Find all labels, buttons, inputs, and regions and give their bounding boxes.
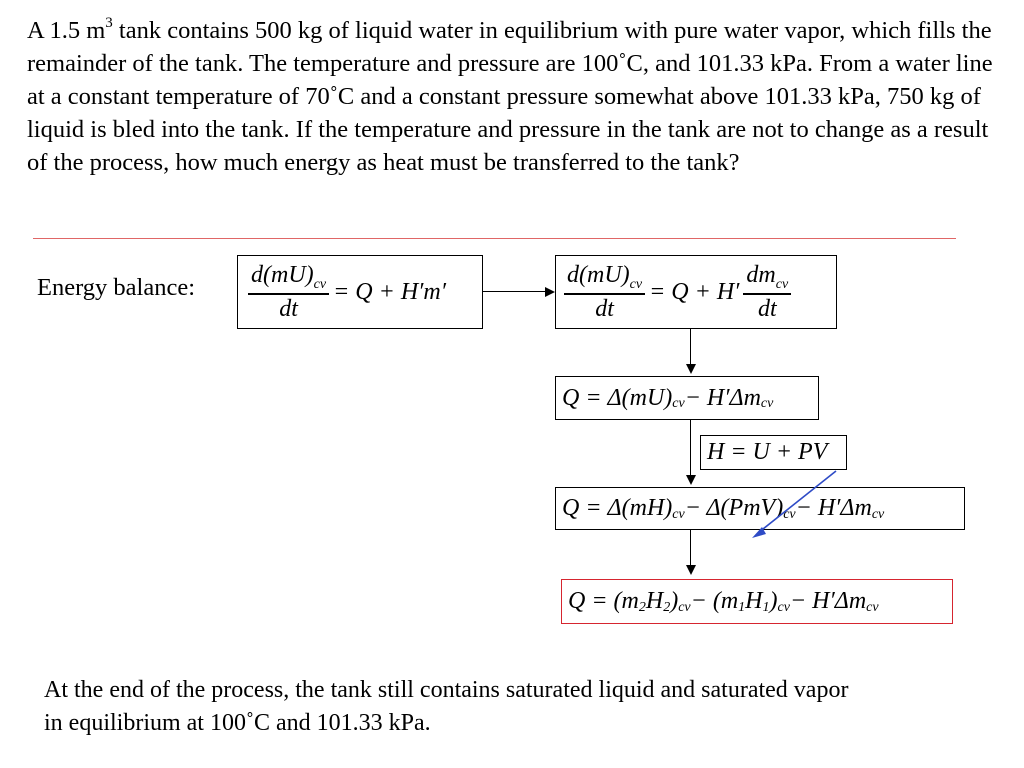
equation-2-box: d(mU)cv dt = Q + H′ dmcv dt bbox=[555, 255, 837, 329]
footer-note: At the end of the process, the tank stil… bbox=[44, 677, 849, 736]
eq2-right-numerator: dm bbox=[746, 262, 776, 289]
eq1-rhs: = Q + H′m′ bbox=[333, 278, 446, 305]
eq6-part-a: Q = (m bbox=[568, 588, 639, 614]
problem-text-rest: tank contains 500 kg of liquid water in … bbox=[27, 17, 993, 176]
equation-4-box: H = U + PV bbox=[700, 435, 847, 470]
eq2-middle: = Q + H′ bbox=[649, 278, 740, 305]
eq2-denominator: dt bbox=[595, 295, 614, 322]
arrow-eq2-to-eq3 bbox=[690, 329, 692, 365]
eq1-sub-cv: cv bbox=[313, 277, 327, 293]
eq4-text: H = U + PV bbox=[707, 439, 828, 465]
eq6-sub-2a: 2 bbox=[638, 599, 646, 615]
eq6-part-e: H bbox=[745, 588, 763, 614]
arrow-eq3-to-eq5 bbox=[690, 420, 692, 476]
eq6-sub-cv-1: cv bbox=[678, 599, 691, 615]
eq3-part-b: − H′Δm bbox=[684, 384, 761, 411]
equation-1-box: d(mU)cv dt = Q + H′m′ bbox=[237, 255, 483, 329]
eq1-fraction: d(mU)cv dt bbox=[248, 261, 330, 322]
eq5-part-c: − H′Δm bbox=[795, 495, 872, 521]
eq5-sub-cv-1: cv bbox=[672, 506, 685, 522]
eq3-sub-cv-1: cv bbox=[672, 396, 685, 411]
eq6-part-g: − H′Δm bbox=[789, 588, 867, 614]
eq1-denominator: dt bbox=[279, 295, 298, 322]
arrowhead-down bbox=[686, 364, 696, 374]
arrowhead-right bbox=[545, 287, 555, 297]
problem-text-start: A 1.5 m bbox=[27, 17, 106, 44]
eq6-sub-cv-2: cv bbox=[777, 599, 790, 615]
arrowhead-down bbox=[686, 565, 696, 575]
eq6-sub-cv-3: cv bbox=[866, 599, 879, 615]
eq6-part-b: H bbox=[645, 588, 664, 614]
eq6-part-c: ) bbox=[670, 588, 679, 614]
divider-line bbox=[33, 238, 956, 239]
eq2-right-denominator: dt bbox=[757, 295, 777, 322]
eq2-fraction-left: d(mU)cv dt bbox=[564, 261, 646, 322]
eq6-sub-1a: 1 bbox=[738, 599, 746, 615]
eq5-part-b: − Δ(PmV) bbox=[684, 495, 784, 521]
eq6-sub-1b: 1 bbox=[762, 599, 770, 615]
eq2-sub-cv: cv bbox=[629, 277, 643, 293]
eq5-sub-cv-3: cv bbox=[871, 506, 885, 522]
problem-statement: A 1.5 m3 tank contains 500 kg of liquid … bbox=[27, 14, 1002, 179]
blue-pointer-arrow bbox=[752, 470, 837, 538]
eq2-fraction-right: dmcv dt bbox=[743, 261, 792, 322]
eq3-part-a: Q = Δ(mU) bbox=[562, 384, 673, 411]
eq6-part-d: − (m bbox=[690, 588, 739, 614]
energy-balance-label: Energy balance: bbox=[37, 274, 196, 301]
eq2-right-sub-cv: cv bbox=[775, 277, 789, 293]
cubic-superscript: 3 bbox=[105, 14, 113, 31]
eq6-part-f: ) bbox=[769, 588, 778, 614]
arrow-eq1-to-eq2 bbox=[483, 291, 547, 293]
eq5-part-a: Q = Δ(mH) bbox=[562, 495, 673, 521]
arrow-eq5-to-eq6 bbox=[690, 530, 692, 566]
eq2-numerator: d(mU) bbox=[567, 262, 630, 289]
eq6-sub-2b: 2 bbox=[663, 599, 671, 615]
eq1-numerator: d(mU) bbox=[251, 262, 314, 289]
eq3-sub-cv-2: cv bbox=[760, 396, 774, 411]
arrowhead-down bbox=[686, 475, 696, 485]
